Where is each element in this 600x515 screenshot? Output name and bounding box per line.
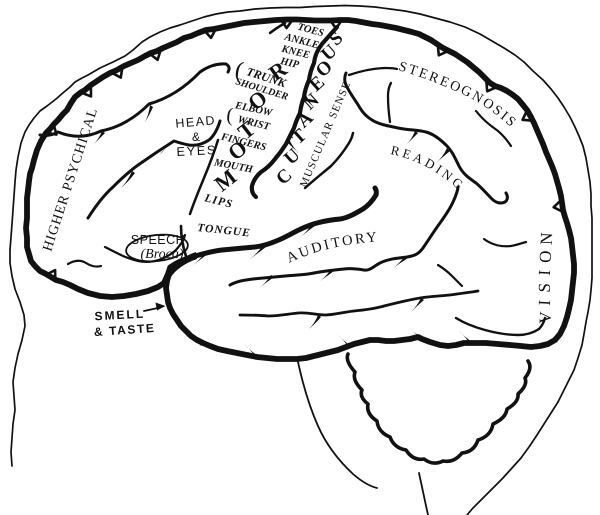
svg-text:V: V	[536, 310, 556, 324]
svg-text:STEREOGNOSIS: STEREOGNOSIS	[397, 59, 520, 131]
svg-text:SPEECH: SPEECH	[131, 233, 185, 247]
svg-text:(Broca): (Broca)	[140, 247, 183, 262]
svg-text:I: I	[535, 269, 554, 276]
svg-text:HEAD: HEAD	[175, 113, 217, 130]
svg-text:(: (	[226, 104, 235, 127]
svg-text:EYES: EYES	[176, 143, 217, 159]
svg-text:&: &	[192, 130, 200, 144]
svg-text:LIPS: LIPS	[202, 192, 234, 211]
svg-text:READING: READING	[389, 142, 468, 194]
svg-text:TONGUE: TONGUE	[197, 222, 252, 240]
svg-text:SMELL: SMELL	[94, 307, 145, 324]
svg-text:HIP: HIP	[278, 56, 300, 71]
svg-text:AUDITORY: AUDITORY	[284, 229, 380, 266]
svg-text:O: O	[536, 250, 556, 263]
svg-text:N: N	[537, 232, 557, 245]
svg-text:& TASTE: & TASTE	[93, 321, 155, 339]
svg-text:I: I	[535, 299, 554, 306]
svg-text:S: S	[535, 282, 554, 292]
